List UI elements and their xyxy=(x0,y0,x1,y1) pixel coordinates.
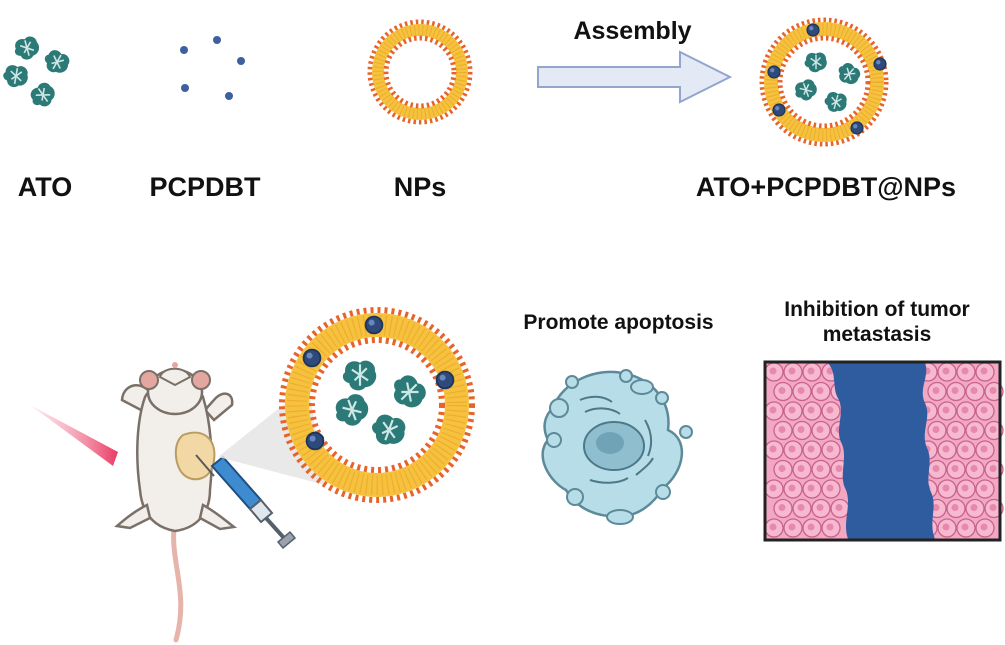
tumor-cell-nucleus xyxy=(961,445,969,453)
tumor-cell-nucleus xyxy=(816,465,824,472)
tumor-cell-nucleus xyxy=(807,523,815,531)
tumor-cell-nucleus xyxy=(970,465,978,472)
tumor-cell-nucleus xyxy=(951,426,959,433)
apoptotic-cell-icon xyxy=(541,369,693,525)
pcpdbt-label: PCPDBT xyxy=(149,172,261,202)
tumor-cell-nucleus xyxy=(807,445,815,453)
tumor-cell-nucleus xyxy=(788,445,796,453)
empty-nanoparticle xyxy=(367,19,473,125)
tumor-cells-left xyxy=(764,362,850,538)
tumor-cell-nucleus xyxy=(942,367,950,375)
tumor-cell-nucleus xyxy=(951,465,959,472)
tumor-cell-nucleus xyxy=(826,523,834,531)
tumor-cell-nucleus xyxy=(951,387,959,394)
tumor-cell-nucleus xyxy=(942,406,950,414)
ato-molecules xyxy=(0,33,74,113)
apoptosis-label: Promote apoptosis xyxy=(523,311,714,334)
tumor-cell-nucleus xyxy=(788,406,796,414)
tumor-cell-nucleus xyxy=(942,523,950,531)
tumor-cell-nucleus xyxy=(980,406,988,414)
assembly-label: Assembly xyxy=(573,17,692,45)
tumor-cell-nucleus xyxy=(989,387,997,394)
tumor-cell-nucleus xyxy=(788,367,796,375)
tumor-cell-nucleus xyxy=(816,504,824,511)
tumor-cell-nucleus xyxy=(769,367,777,375)
tumor-cell-nucleus xyxy=(980,367,988,375)
mouse-icon xyxy=(114,362,238,643)
tumor-cell-nucleus xyxy=(932,504,940,511)
tumor-cell-nucleus xyxy=(826,406,834,414)
syringe-icon xyxy=(195,454,297,550)
tumor-cell-nucleus xyxy=(989,504,997,511)
pcpdbt-dots xyxy=(180,36,245,100)
tumor-cell-nucleus xyxy=(970,387,978,394)
tumor-cell-nucleus xyxy=(980,523,988,531)
tumor-cell-nucleus xyxy=(826,367,834,375)
tumor-cell-nucleus xyxy=(826,445,834,453)
tumor-cell-nucleus xyxy=(961,406,969,414)
tumor-cell-nucleus xyxy=(942,445,950,453)
tumor-cell-nucleus xyxy=(778,465,786,472)
tumor-cell-nucleus xyxy=(932,426,940,433)
tumor-cell-nucleus xyxy=(778,426,786,433)
tumor-cell-nucleus xyxy=(797,504,805,511)
nps-label: NPs xyxy=(393,172,447,202)
tumor-cell-nucleus xyxy=(807,484,815,492)
laser-beam-icon xyxy=(30,405,118,466)
tumor-cell-nucleus xyxy=(835,465,843,472)
tumor-cell-nucleus xyxy=(970,426,978,433)
tumor-cell-nucleus xyxy=(961,484,969,492)
tumor-cell-nucleus xyxy=(797,465,805,472)
tumor-cell-nucleus xyxy=(797,387,805,394)
tumor-cell-nucleus xyxy=(932,465,940,472)
inhibition-label-line1: Inhibition of tumor xyxy=(784,298,970,321)
zoomed-nanoparticle xyxy=(279,307,475,503)
tumor-cell-nucleus xyxy=(769,484,777,492)
tumor-cell-nucleus xyxy=(826,484,834,492)
tumor-cell-nucleus xyxy=(807,406,815,414)
tumor-cell-nucleus xyxy=(797,426,805,433)
tumor-cell-nucleus xyxy=(807,367,815,375)
assembly-arrow xyxy=(537,50,733,104)
tumor-cell-nucleus xyxy=(778,387,786,394)
tumor-cell-nucleus xyxy=(788,484,796,492)
tumor-cell-nucleus xyxy=(961,367,969,375)
wound-healing-assay-icon xyxy=(763,360,1004,542)
tumor-cell-nucleus xyxy=(835,504,843,511)
tumor-cell-nucleus xyxy=(970,504,978,511)
tumor-cell-nucleus xyxy=(980,484,988,492)
tumor-cell-nucleus xyxy=(788,523,796,531)
tumor-cell-nucleus xyxy=(769,523,777,531)
product-label: ATO+PCPDBT@NPs xyxy=(695,172,957,202)
tumor-cell-nucleus xyxy=(778,504,786,511)
tumor-cell-nucleus xyxy=(989,426,997,433)
ato-label: ATO xyxy=(17,172,73,202)
tumor-cell-nucleus xyxy=(816,426,824,433)
tumor-cell-nucleus xyxy=(942,484,950,492)
tumor-cell-nucleus xyxy=(932,387,940,394)
loaded-nanoparticle xyxy=(759,17,889,147)
inhibition-label-line2: metastasis xyxy=(822,323,932,346)
tumor-cell-nucleus xyxy=(769,445,777,453)
tumor-cell-nucleus xyxy=(980,445,988,453)
tumor-cell-nucleus xyxy=(951,504,959,511)
scratch-gap xyxy=(828,363,935,539)
tumor-cell-nucleus xyxy=(816,387,824,394)
tumor-cell-nucleus xyxy=(961,523,969,531)
tumor-cell-nucleus xyxy=(769,406,777,414)
tumor-cell-nucleus xyxy=(989,465,997,472)
